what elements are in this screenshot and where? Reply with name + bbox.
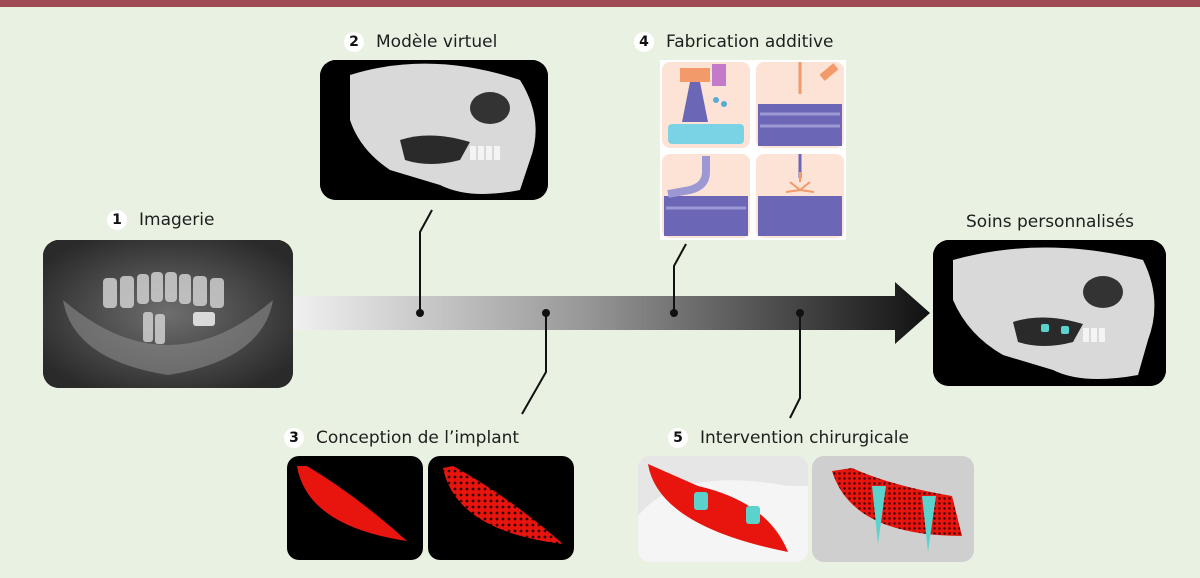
step-1-label: 1 Imagerie xyxy=(107,210,214,230)
connector-2 xyxy=(419,209,433,313)
connector-4 xyxy=(673,243,687,313)
additive-manufacturing-icon xyxy=(660,60,846,240)
connector-5 xyxy=(789,313,801,419)
x-ray-panorama-icon xyxy=(43,240,293,388)
implant-solid-icon xyxy=(287,456,423,560)
step-2-number: 2 xyxy=(344,32,364,52)
step-1-number: 1 xyxy=(107,210,127,230)
step-3-number: 3 xyxy=(284,428,304,448)
surgical-intervention-mesh-icon xyxy=(812,456,974,562)
step-3-text: Conception de l’implant xyxy=(316,428,520,448)
final-label: Soins personnalisés xyxy=(966,212,1134,232)
step-3-label: 3 Conception de l’implant xyxy=(284,428,519,448)
implant-mesh-icon xyxy=(428,456,574,560)
step-4-number: 4 xyxy=(634,32,654,52)
top-accent-bar xyxy=(0,0,1200,7)
step-1-text: Imagerie xyxy=(139,210,215,230)
step-4-text: Fabrication additive xyxy=(666,32,834,52)
connector-3 xyxy=(521,313,547,415)
step-5-number: 5 xyxy=(668,428,688,448)
personalized-care-skull-icon xyxy=(933,240,1166,386)
step-4-label: 4 Fabrication additive xyxy=(634,32,834,52)
final-text: Soins personnalisés xyxy=(966,212,1135,232)
virtual-skull-model-icon xyxy=(320,60,548,200)
step-2-text: Modèle virtuel xyxy=(376,32,498,52)
step-2-label: 2 Modèle virtuel xyxy=(344,32,497,52)
step-5-text: Intervention chirurgicale xyxy=(700,428,909,448)
surgical-intervention-solid-icon xyxy=(638,456,808,562)
step-5-label: 5 Intervention chirurgicale xyxy=(668,428,909,448)
